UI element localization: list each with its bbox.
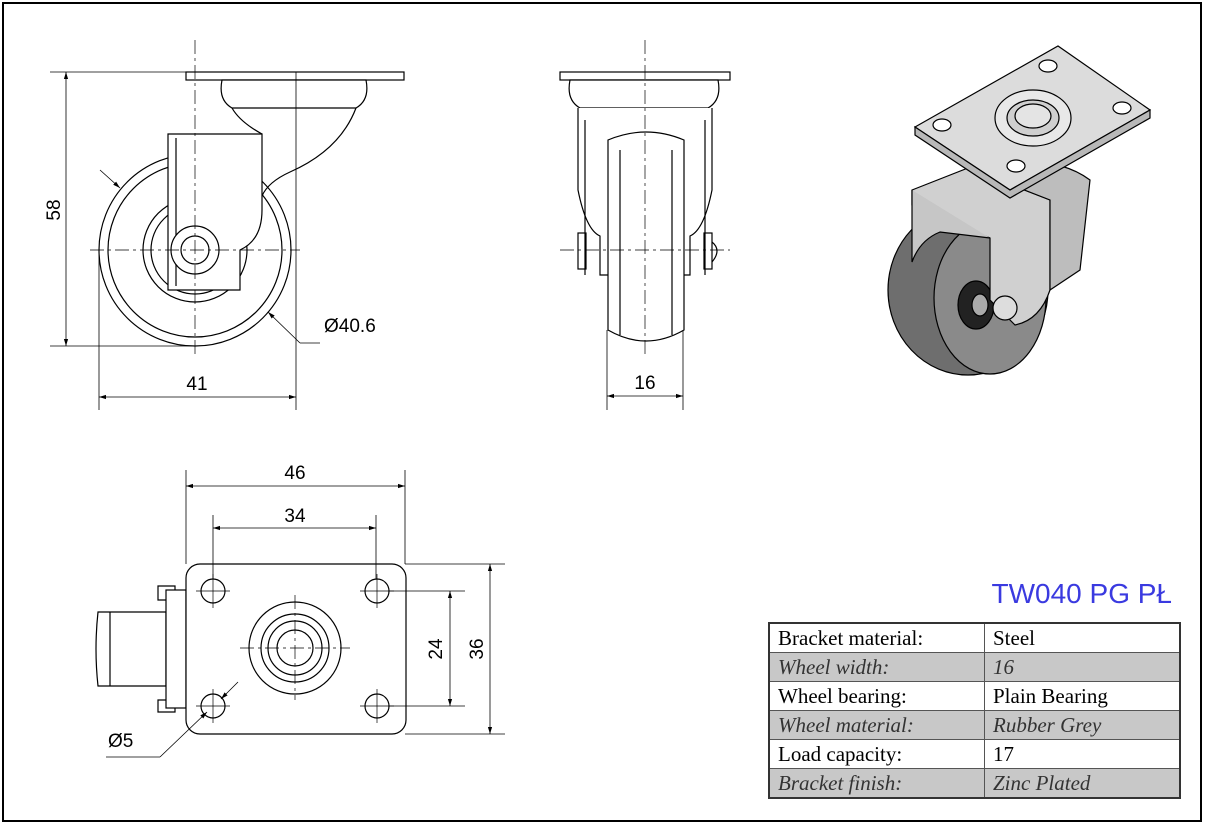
spec-row: Wheel bearing:Plain Bearing [768, 681, 1181, 711]
product-title: TW040 PG PŁ [991, 578, 1172, 609]
spec-value: Zinc Plated [984, 768, 1181, 799]
hole-spacing-length-label: 34 [284, 506, 306, 527]
spec-row: Wheel width:16 [768, 652, 1181, 682]
spec-value: Steel [984, 622, 1181, 653]
spec-key: Bracket material: [768, 622, 985, 653]
spec-row: Bracket material:Steel [768, 622, 1181, 653]
plate-width-dim-label: 36 [467, 638, 488, 659]
wheel-width-dim-label: 16 [634, 373, 655, 394]
spec-row: Bracket finish:Zinc Plated [768, 768, 1181, 799]
side-view [90, 40, 405, 355]
depth-dim-label: 41 [186, 374, 207, 395]
spec-value: 17 [984, 739, 1181, 769]
mounting-plate [185, 563, 407, 735]
spec-value: 16 [984, 652, 1181, 682]
plate-length-dim-label: 46 [284, 463, 305, 484]
hole-diameter-label: Ø5 [108, 731, 133, 752]
spec-row: Load capacity:17 [768, 739, 1181, 769]
front-view [559, 40, 731, 355]
spec-key: Load capacity: [768, 739, 985, 769]
spec-key: Wheel width: [768, 652, 985, 682]
isometric-view [887, 45, 1152, 376]
spec-value: Rubber Grey [984, 710, 1181, 740]
spec-table: Bracket material:Steel Wheel width:16 Wh… [768, 622, 1181, 799]
hole-spacing-width-label: 24 [426, 638, 447, 660]
height-dim-label: 58 [44, 199, 65, 220]
spec-key: Wheel bearing: [768, 681, 985, 711]
top-view [95, 563, 407, 735]
spec-key: Wheel material: [768, 710, 985, 740]
spec-row: Wheel material:Rubber Grey [768, 710, 1181, 740]
spec-key: Bracket finish: [768, 768, 985, 799]
wheel-diameter-label: Ø40.6 [324, 316, 376, 337]
spec-value: Plain Bearing [984, 681, 1181, 711]
